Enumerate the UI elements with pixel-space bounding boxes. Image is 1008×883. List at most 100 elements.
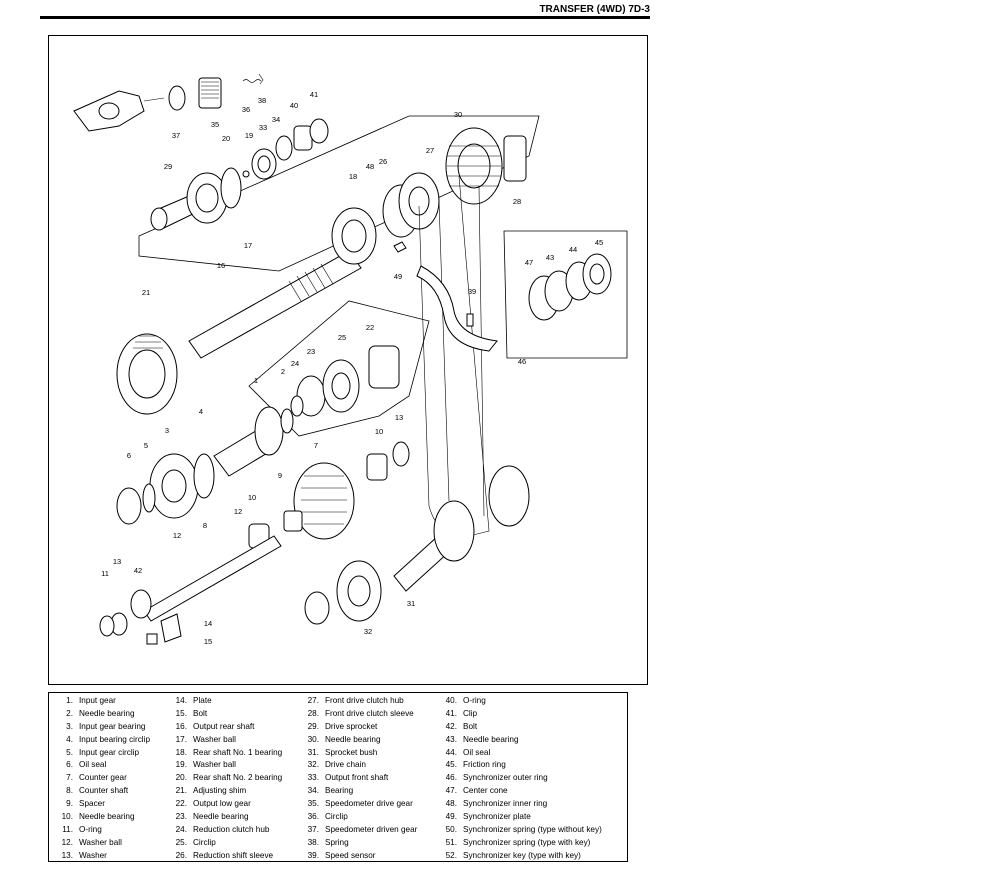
legend-row: 49.Synchronizer plate: [437, 811, 602, 824]
legend-number: 14.: [175, 696, 187, 705]
legend-label: Synchronizer spring (type without key): [463, 824, 602, 834]
counter-gear-part: [293, 462, 355, 540]
speedometer-drive-gear-part: [251, 148, 277, 180]
part-callout-number: 47: [525, 258, 533, 267]
legend-label: Clip: [463, 708, 478, 718]
rear-shaft-bearing-2-part: [186, 172, 228, 224]
legend-label: Needle bearing: [193, 812, 249, 822]
legend-row: 8.Counter shaft: [53, 785, 150, 798]
legend-label: Washer: [79, 850, 107, 860]
legend-row: 30.Needle bearing: [299, 734, 417, 747]
part-callout-number: 11: [101, 569, 109, 578]
bolt-15-part: [146, 633, 158, 645]
drive-chain-part: [418, 175, 490, 537]
legend-label: O-ring: [79, 824, 102, 834]
legend-row: 34.Bearing: [299, 785, 417, 798]
clip-part: [258, 73, 264, 85]
legend-row: 31. Sprocket bush: [299, 747, 417, 760]
legend-row: 17.Washer ball: [167, 734, 282, 747]
legend-row: 2.Needle bearing: [53, 708, 150, 721]
o-ring-part: [168, 85, 186, 111]
legend-label: Output low gear: [193, 799, 251, 809]
legend-row: 50.Synchronizer spring (type without key…: [437, 824, 602, 837]
needle-bearing-2-part: [280, 408, 294, 434]
legend-label: Adjusting shim: [193, 786, 247, 796]
output-rear-shaft-part: [188, 250, 362, 359]
page-header-title: TRANSFER (4WD) 7D-3: [539, 4, 650, 15]
legend-row: 36. Circlip: [299, 811, 417, 824]
legend-row: 20.Rear shaft No. 2 bearing: [167, 772, 283, 785]
part-callout-number: 35: [211, 120, 219, 129]
legend-number: 8.: [66, 786, 73, 796]
input-gear-part: [213, 406, 284, 477]
part-callout-number: 20: [222, 134, 230, 143]
legend-number: 33.: [307, 773, 319, 783]
part-callout-number: 3: [165, 426, 169, 435]
legend-row: 43.Needle bearing: [437, 734, 602, 747]
legend-number: 5.: [66, 747, 73, 757]
legend-label: Output rear shaft: [193, 721, 255, 731]
part-callout-number: 34: [272, 115, 280, 124]
part-callout-number: 17: [244, 241, 252, 250]
speedometer-driven-gear-part: [198, 77, 222, 109]
adjusting-shim-part: [220, 167, 242, 209]
part-callout-number: 19: [245, 131, 253, 140]
needle-bearing-10-right-part: [366, 453, 388, 481]
legend-row: 18.Rear shaft No. 1 bearing: [167, 747, 283, 760]
legend-label: Sprocket bush: [325, 747, 378, 757]
legend-number: 45.: [445, 760, 457, 770]
part-callout-number: 7: [314, 441, 318, 450]
legend-label: Friction ring: [463, 760, 506, 770]
speed-sensor-part: [73, 90, 165, 132]
legend-label: Washer ball: [193, 760, 236, 770]
legend-label: Bearing: [325, 786, 354, 796]
legend-row: 7.Counter gear: [53, 772, 150, 785]
legend-label: Oil seal: [463, 747, 491, 757]
legend-number: 43.: [445, 734, 457, 744]
legend-number: 36.: [307, 812, 319, 822]
legend-number: 6.: [66, 760, 73, 770]
part-callout-number: 5: [144, 441, 148, 450]
part-callout-number: 38: [258, 96, 266, 105]
o-ring-11-part: [99, 615, 115, 637]
needle-bearing-43-part: [293, 125, 313, 151]
part-callout-number: 18: [349, 172, 357, 181]
part-callout-number: 29: [164, 162, 172, 171]
legend-row: 38.Spring: [299, 837, 417, 850]
legend-label: Input bearing circlip: [79, 734, 150, 744]
part-callout-number: 44: [569, 245, 577, 254]
part-callout-number: 1: [254, 376, 258, 385]
legend-label: Input gear circlip: [79, 747, 140, 757]
part-callout-number: 41: [310, 90, 318, 99]
synchronizer-detail-parts: [528, 253, 612, 321]
part-callout-number: 48: [366, 162, 374, 171]
plate-part: [160, 613, 182, 643]
legend-number: 42.: [445, 721, 457, 731]
legend-label: Circlip: [325, 812, 348, 822]
part-callout-number: 10: [248, 493, 256, 502]
legend-row: 5. Input gear circlip: [53, 747, 150, 760]
legend-label: Synchronizer key (type with key): [463, 850, 581, 860]
legend-number: 31.: [307, 747, 319, 757]
legend-label: Rear shaft No. 2 bearing: [193, 773, 283, 783]
part-callout-number: 46: [518, 357, 526, 366]
legend-number: 13.: [61, 850, 73, 860]
legend-number: 16.: [175, 721, 187, 731]
legend-number: 29.: [307, 721, 319, 731]
drive-sprocket-part: [445, 127, 503, 205]
legend-number: 46.: [445, 773, 457, 783]
legend-row: 6.Oil seal: [53, 759, 150, 772]
part-callout-number: 13: [113, 557, 121, 566]
part-callout-number: 30: [454, 110, 462, 119]
legend-row: 45. Friction ring: [437, 759, 602, 772]
legend-label: Front drive clutch sleeve: [325, 708, 414, 718]
legend-row: 39.Speed sensor: [299, 850, 417, 863]
legend-number: 44.: [445, 747, 457, 757]
legend-row: 1.Input gear: [53, 695, 150, 708]
legend-number: 32.: [307, 760, 319, 770]
legend-label: Synchronizer inner ring: [463, 799, 548, 809]
